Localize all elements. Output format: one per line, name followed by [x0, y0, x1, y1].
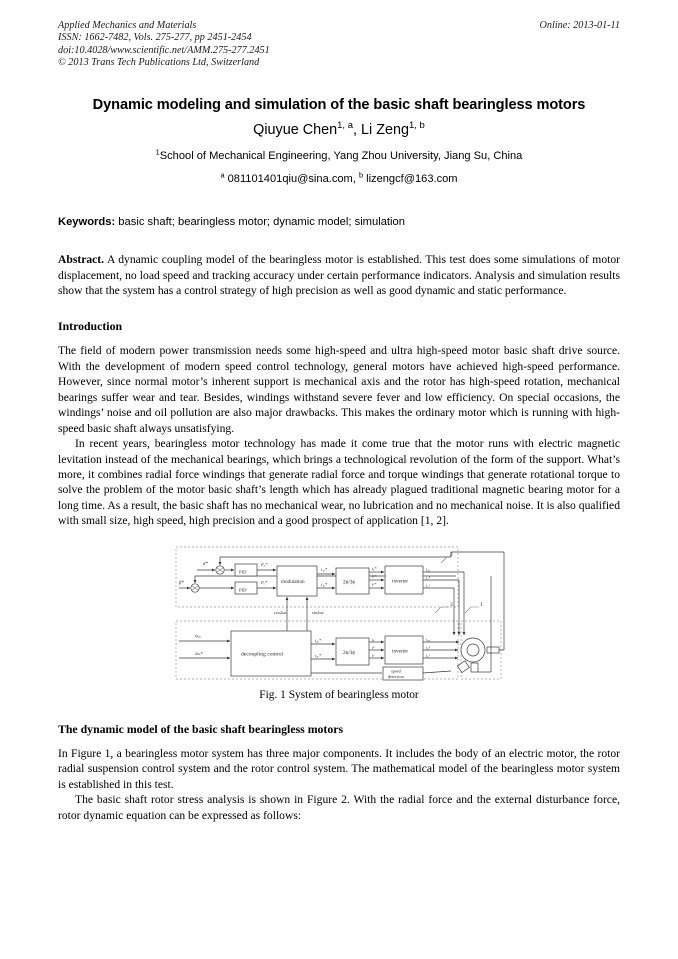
emails-line: a 081101401qiu@sina.com, b lizengcf@163.… [58, 170, 620, 187]
author-1-name: Qiuyue Chen [253, 122, 338, 139]
figure-1-container: PID PID modulation 2ϕ/3ϕ inverter decoup… [58, 543, 620, 683]
online-date: Online: 2013-01-11 [539, 20, 620, 31]
figure-signal-i2A: i₂ₐ [426, 637, 431, 642]
figure-signal-i1d-ref: i₁ₑ* [321, 567, 328, 572]
keywords-line: Keywords: basic shaft; bearingless motor… [58, 215, 620, 230]
figure-signal-i1q-ref: i₁ₑ* [321, 582, 328, 587]
author-2-superscript: 1, b [409, 120, 425, 132]
affiliation-line: 1School of Mechanical Engineering, Yang … [58, 147, 620, 164]
email-a[interactable]: 081101401qiu@sina.com, [224, 173, 359, 186]
figure-block-inverter-bottom: inverter [392, 648, 408, 654]
dynamic-model-paragraph-2: The basic shaft rotor stress analysis is… [58, 793, 620, 822]
figure-signal-iB: iᵇ [372, 645, 375, 650]
journal-doi: doi:10.4028/www.scientific.net/AMM.275-2… [58, 44, 270, 56]
keywords-text: basic shaft; bearingless motor; dynamic … [115, 216, 405, 229]
figure-signal-cos: cos2ωt [274, 610, 287, 615]
figure-signal-beta-ref: β* [178, 581, 184, 586]
figure-block-pid2: PID [239, 587, 247, 592]
figure-block-pid1: PID [239, 569, 247, 574]
figure-signal-fy-ref: Fᵧ* [260, 580, 268, 585]
figure-signal-i1A: i₁ₐ [426, 567, 431, 572]
figure-block-2phi3phi-top: 2ϕ/3ϕ [343, 579, 355, 585]
figure-signal-ia-ref: iₐ* [372, 566, 377, 571]
journal-issn: ISSN: 1662-7482, Vols. 275-277, pp 2451-… [58, 32, 252, 44]
email-a-superscript: a [220, 170, 225, 180]
figure-block-inverter-top: inverter [392, 578, 408, 584]
abstract-label: Abstract. [58, 253, 105, 267]
figure-signal-fx-ref: Fₓ* [260, 562, 268, 567]
authors-separator: , [353, 122, 361, 139]
figure-signal-i1B: i₁ᵇ [426, 575, 431, 580]
email-b[interactable]: lizengcf@163.com [363, 173, 458, 186]
introduction-paragraph-1: The field of modern power transmission n… [58, 344, 620, 435]
affiliation-superscript: 1 [155, 147, 160, 157]
authors-line: Qiuyue Chen1, a, Li Zeng1, b [58, 121, 620, 139]
figure-callout-2: 2 [450, 552, 453, 558]
figure-signal-iC: iᶜ [372, 653, 375, 658]
page-content: Applied Mechanics and Materials ISSN: 16… [58, 20, 620, 823]
page-title: Dynamic modeling and simulation of the b… [92, 97, 586, 114]
figure-signal-psi-feedback: ψ₂ₐ [195, 633, 201, 638]
figure-signal-i2q-ref: i₂ₑ* [315, 653, 322, 658]
figure-block-modulation: modulation [281, 579, 305, 585]
figure-signal-ic-ref: iᶜ* [372, 582, 377, 587]
journal-copyright: © 2013 Trans Tech Publications Ltd, Swit… [58, 56, 260, 68]
abstract-text: A dynamic coupling model of the bearingl… [58, 253, 620, 297]
author-2-name: Li Zeng [361, 122, 409, 139]
figure-signal-i2C: i₂ᶜ [426, 653, 431, 658]
email-b-superscript: b [358, 170, 364, 180]
figure-1-caption: Fig. 1 System of bearingless motor [259, 688, 419, 701]
figure-block-speed-detection-line1: speed [391, 668, 402, 673]
figure-callout-3: 3 [450, 602, 453, 608]
introduction-heading: Introduction [58, 319, 123, 334]
journal-name: Applied Mechanics and Materials [58, 20, 197, 31]
figure-callout-1: 1 [480, 602, 483, 608]
figure-signal-i2d-ref: i₂ₑ* [315, 638, 322, 643]
affiliation-text: School of Mechanical Engineering, Yang Z… [159, 150, 523, 163]
figure-signal-omega-ref: 2ω* [195, 651, 204, 656]
figure-1-block-diagram: PID PID modulation 2ϕ/3ϕ inverter decoup… [175, 546, 505, 681]
figure-block-2phi3phi-bottom: 2ϕ/3ϕ [343, 650, 355, 656]
author-1-superscript: 1, a [337, 120, 353, 132]
journal-header: Applied Mechanics and Materials ISSN: 16… [58, 20, 620, 69]
figure-block-decoupling-control: decoupling control [241, 651, 284, 657]
figure-signal-alpha-ref: α* [203, 562, 209, 567]
figure-signal-sin: sin2ωt [312, 610, 324, 615]
figure-signal-iA: iₐ [372, 637, 375, 642]
figure-block-speed-detection-line2: detection [388, 674, 405, 679]
dynamic-model-paragraph-1: In Figure 1, a bearingless motor system … [58, 746, 620, 791]
figure-signal-i2B: i₂ᵇ [426, 645, 431, 650]
figure-signal-i1C: i₁ᶜ [426, 583, 431, 588]
dynamic-model-heading: The dynamic model of the basic shaft bea… [58, 721, 344, 736]
abstract-paragraph: Abstract. A dynamic coupling model of th… [58, 252, 620, 298]
introduction-paragraph-2: In recent years, bearingless motor techn… [58, 437, 620, 528]
keywords-label: Keywords: [58, 216, 116, 229]
figure-signal-ib-ref: iᵇ* [372, 574, 377, 579]
